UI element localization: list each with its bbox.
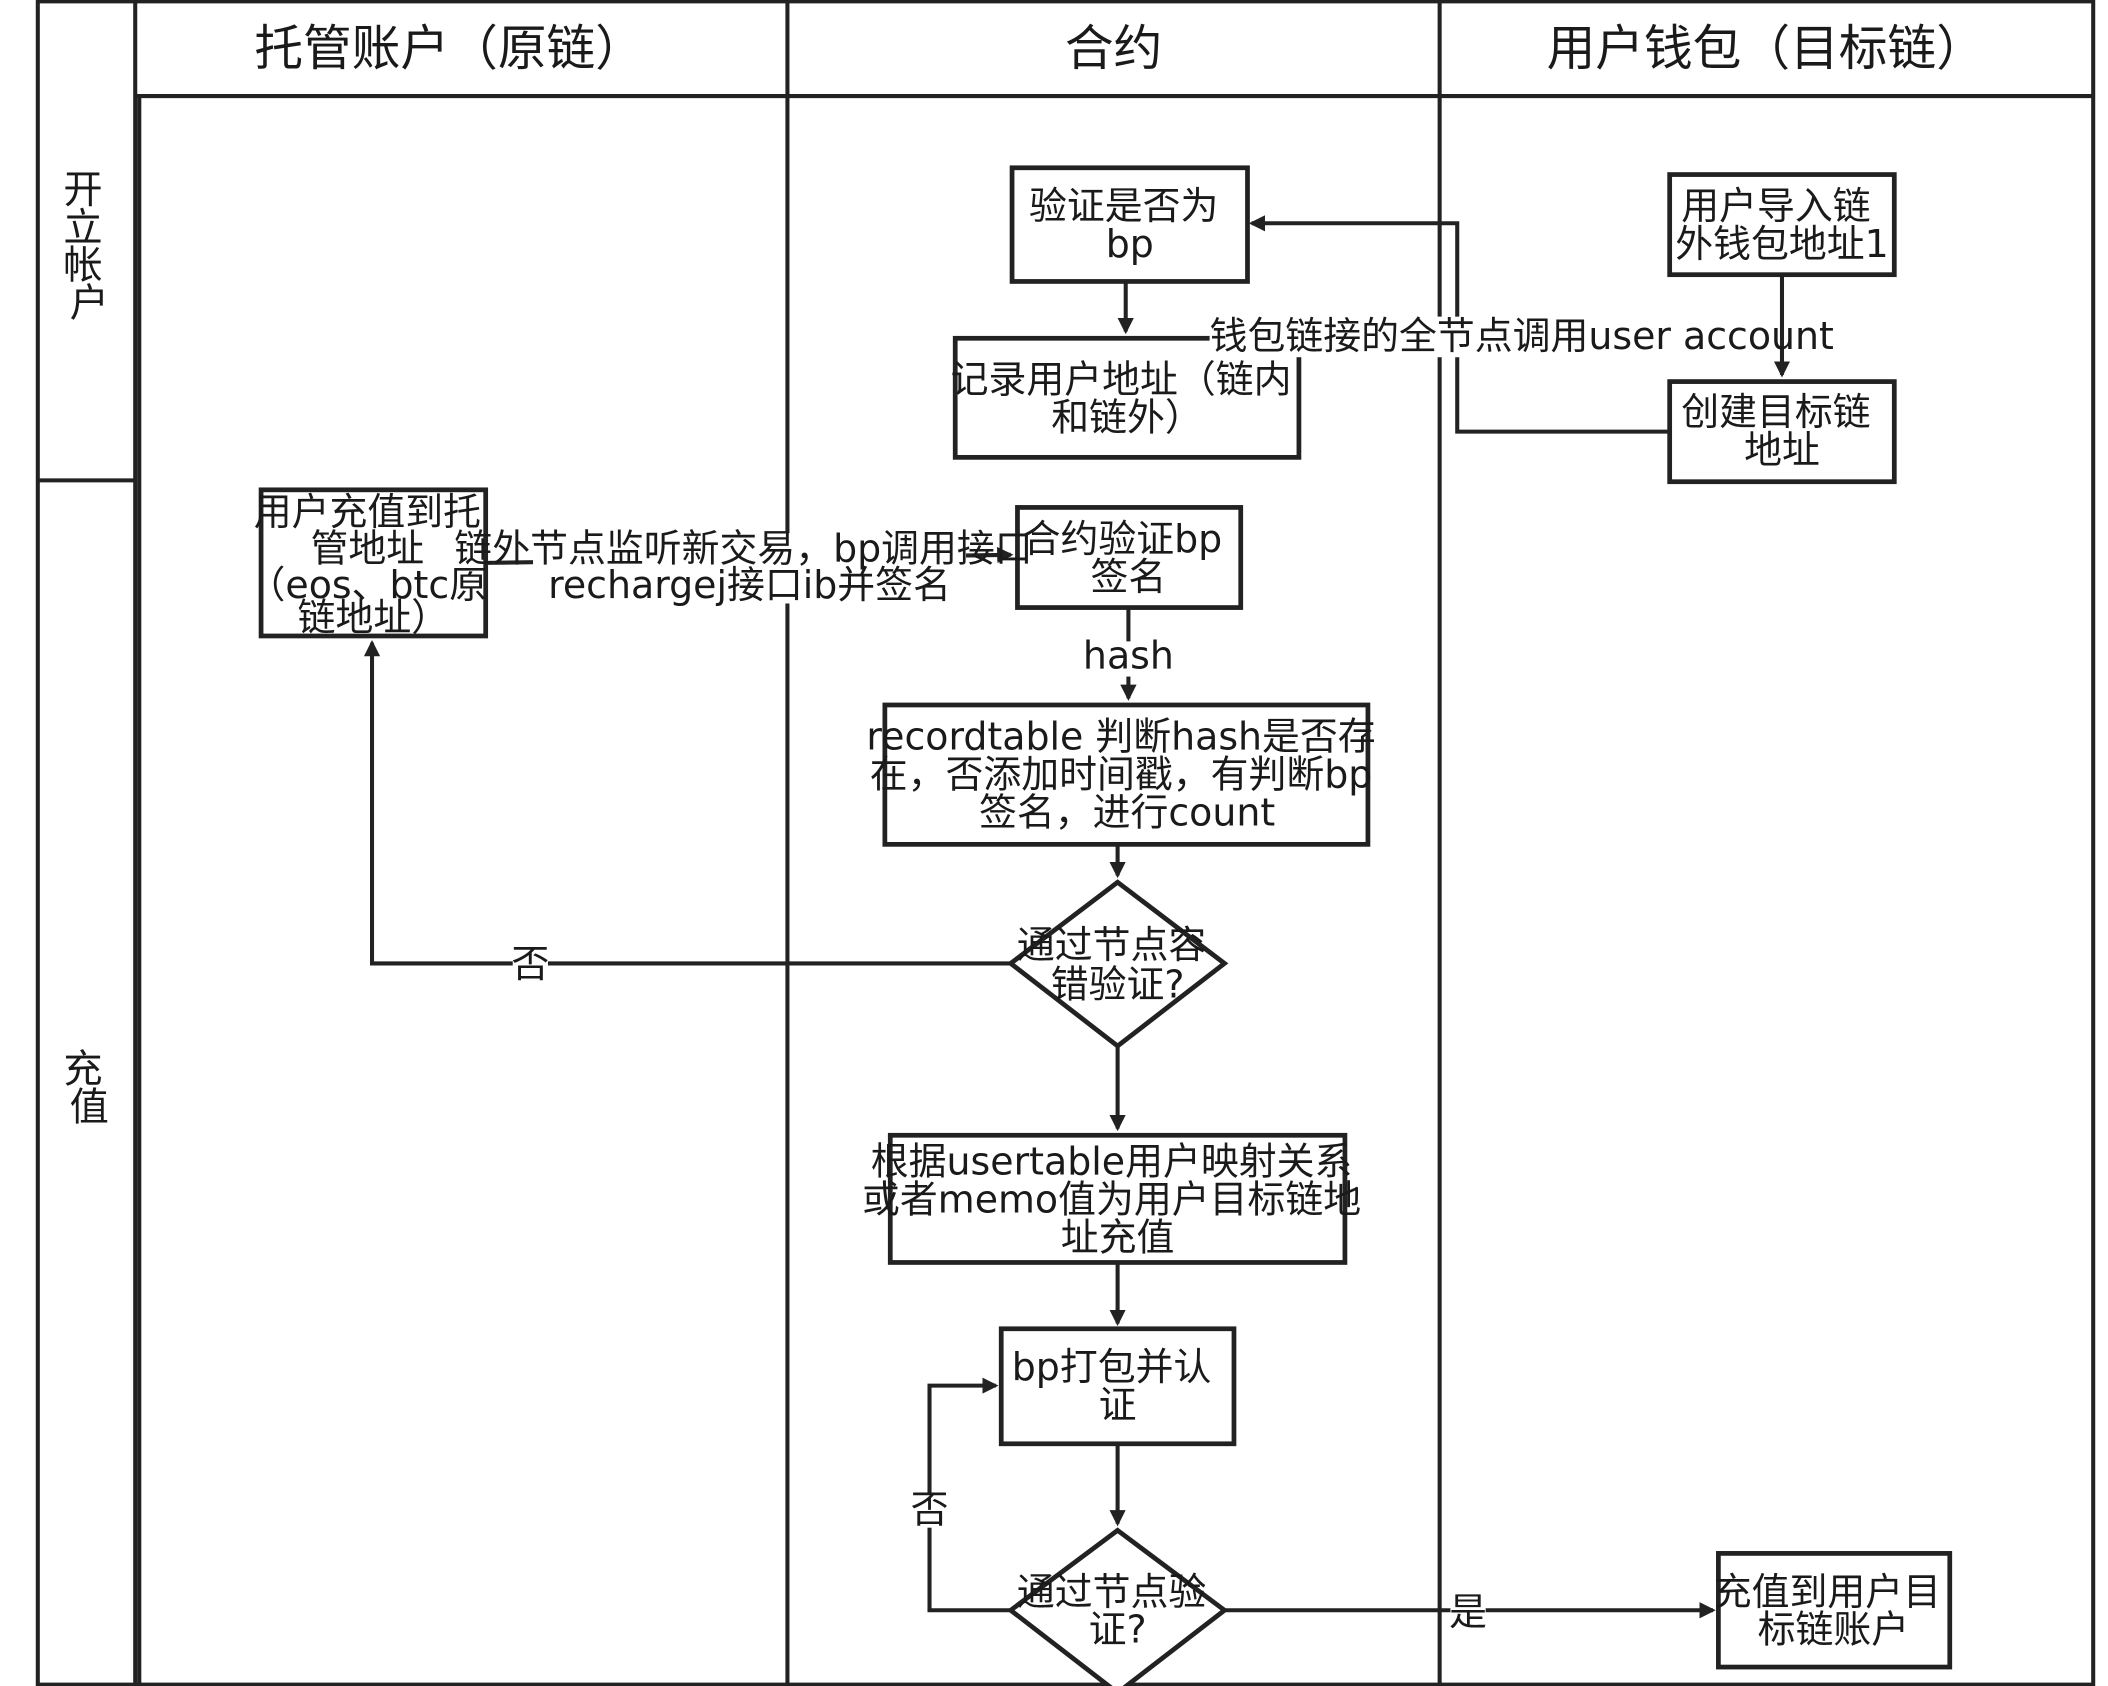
node-create-target-address: 创建目标链 地址	[1667, 379, 1897, 485]
edge-fault-check-no-to-deposit	[363, 640, 1011, 966]
node-fault-tolerance-check: 通过节点容 错验证?	[1006, 879, 1229, 1049]
svg-text:通过节点容 错验证?: 通过节点容 错验证?	[1017, 923, 1218, 1006]
lane-label-open-account: 开 立 帐 户	[63, 168, 115, 327]
svg-text:验证是否为 bp: 验证是否为 bp	[1029, 184, 1230, 266]
edge-label-node-yes: 是	[1449, 1590, 1487, 1634]
column-header-contract: 合约	[1065, 21, 1162, 77]
svg-text:创建目标链 地址: 创建目标链 地址	[1681, 390, 1882, 472]
column-header-custody: 托管账户（原链）	[254, 21, 644, 77]
node-bp-pack: bp打包并认 证	[998, 1326, 1237, 1447]
node-usertable: 根据usertable用户映射关系 或者memo值为用户目标链地 址充值	[862, 1132, 1373, 1265]
swimlane-frame	[35, 0, 2096, 1686]
node-verify-bp: 验证是否为 bp	[1009, 165, 1250, 284]
node-recordtable: recordtable 判断hash是否存 在，否添加时间戳，有判断bp 签名，…	[866, 702, 1387, 847]
svg-text:记录用户地址（链内 和链外）: 记录用户地址（链内 和链外）	[951, 357, 1304, 439]
svg-text:hash: hash	[1083, 633, 1174, 677]
svg-text:否: 否	[511, 942, 549, 986]
edge-label-offchain-listen: 链外节点监听新交易，bp调用接口 rechargej接口ib并签名	[454, 527, 1044, 608]
edge-label-node-no: 否	[911, 1487, 949, 1531]
node-contract-verify-bp: 合约验证bp 签名	[1015, 505, 1244, 610]
svg-text:根据usertable用户映射关系 或者memo: 根据usertable用户映射关系 或者memo值为用户目标链地 址充值	[862, 1140, 1373, 1260]
svg-text:recordtable 判断hash是否存 在，: recordtable 判断hash是否存 在，否添加时间戳，有判断bp 签名，…	[866, 715, 1387, 835]
svg-text:bp打包并认 证: bp打包并认 证	[1012, 1345, 1224, 1427]
svg-text:链外节点监听新交易，bp调用接口 recharg: 链外节点监听新交易，bp调用接口 rechargej接口ib并签名	[454, 527, 1044, 608]
edge-label-wallet-call: 钱包链接的全节点调用user account	[1209, 314, 1834, 358]
svg-text:是: 是	[1449, 1590, 1487, 1634]
edge-label-fault-no: 否	[511, 942, 549, 986]
column-header-wallet: 用户钱包（目标链）	[1547, 21, 1985, 77]
lane-label-recharge: 充 值	[63, 1048, 115, 1131]
svg-text:钱包链接的全节点调用user account: 钱包链接的全节点调用user account	[1210, 314, 1834, 358]
node-user-deposit: 用户充值到托 管地址 （eos、btc原 链地址）	[248, 487, 500, 640]
svg-text:充值到用户目 标链账户: 充值到用户目 标链账户	[1714, 1570, 1953, 1652]
svg-text:用户导入链 外钱包地址1: 用户导入链 外钱包地址1	[1675, 184, 1888, 266]
edge-label-hash: hash	[1083, 633, 1174, 677]
node-credit-target-account: 充值到用户目 标链账户	[1714, 1551, 1953, 1670]
svg-text:通过节点验 证?: 通过节点验 证?	[1017, 1570, 1218, 1652]
svg-text:用户充值到托 管地址 （eos、bt: 用户充值到托 管地址 （eos、btc原 链地址）	[248, 490, 500, 640]
svg-text:否: 否	[911, 1487, 949, 1531]
svg-text:合约验证bp 签名: 合约验证bp 签名	[1023, 517, 1235, 599]
node-import-wallet: 用户导入链 外钱包地址1	[1667, 172, 1897, 278]
node-node-verify-check: 通过节点验 证?	[1006, 1527, 1229, 1686]
node-record-address: 记录用户地址（链内 和链外）	[951, 335, 1304, 460]
